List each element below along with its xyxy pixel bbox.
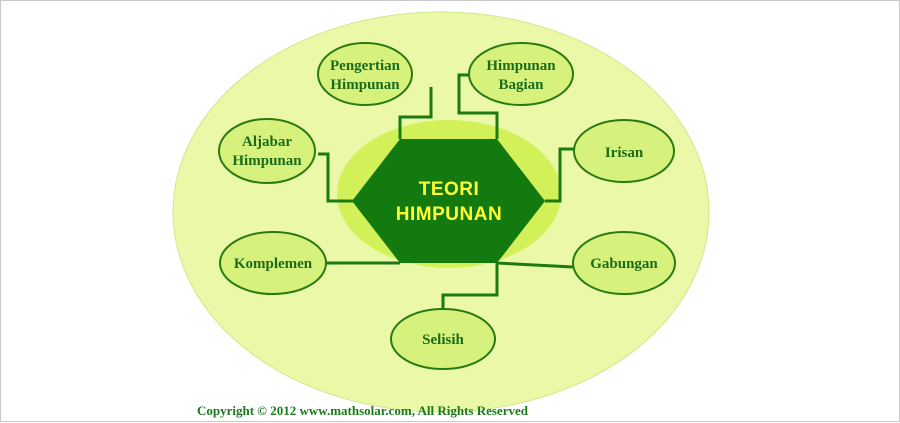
node-selisih-label: Selisih (422, 332, 464, 348)
node-komplemen[interactable]: Komplemen (219, 231, 327, 295)
node-komplemen-ellipse (219, 231, 327, 295)
node-aljabar-himpunan[interactable]: Aljabar Himpunan (218, 118, 316, 184)
connector-aljabar (318, 152, 361, 203)
connector-gabungan (496, 261, 574, 269)
node-pengertian-ellipse (317, 42, 413, 106)
center-hexagon (352, 139, 545, 263)
connector-pengertian (398, 87, 433, 139)
node-irisan-label: Irisan (605, 145, 644, 161)
node-irisan[interactable]: Irisan (573, 119, 675, 183)
node-komplemen-label: Komplemen (234, 256, 313, 272)
node-irisan-ellipse (573, 119, 675, 183)
center-title-line1: TEORI (419, 179, 480, 200)
node-pengertian-himpunan[interactable]: Pengertian Himpunan (317, 42, 413, 106)
node-aljabar-label-line2: Himpunan (232, 153, 302, 169)
node-gabungan-ellipse (572, 231, 676, 295)
node-gabungan[interactable]: Gabungan (572, 231, 676, 295)
node-aljabar-ellipse (218, 118, 316, 184)
center-title-line2: HIMPUNAN (396, 204, 502, 225)
connector-selisih (441, 263, 499, 311)
node-bagian-ellipse (468, 42, 574, 106)
node-selisih[interactable]: Selisih (390, 308, 496, 370)
connector-irisan (545, 147, 574, 203)
connectors (318, 73, 574, 311)
node-gabungan-label: Gabungan (590, 256, 658, 272)
node-selisih-ellipse (390, 308, 496, 370)
node-bagian-label-line2: Bagian (498, 77, 544, 93)
copyright-text: Copyright © 2012 www.mathsolar.com, All … (197, 403, 528, 418)
node-bagian-label-line1: Himpunan (486, 58, 556, 74)
node-himpunan-bagian[interactable]: Himpunan Bagian (468, 42, 574, 106)
node-pengertian-label-line2: Himpunan (330, 77, 400, 93)
node-aljabar-label-line1: Aljabar (242, 134, 292, 150)
node-pengertian-label-line1: Pengertian (330, 58, 401, 74)
connector-bagian (457, 73, 499, 139)
